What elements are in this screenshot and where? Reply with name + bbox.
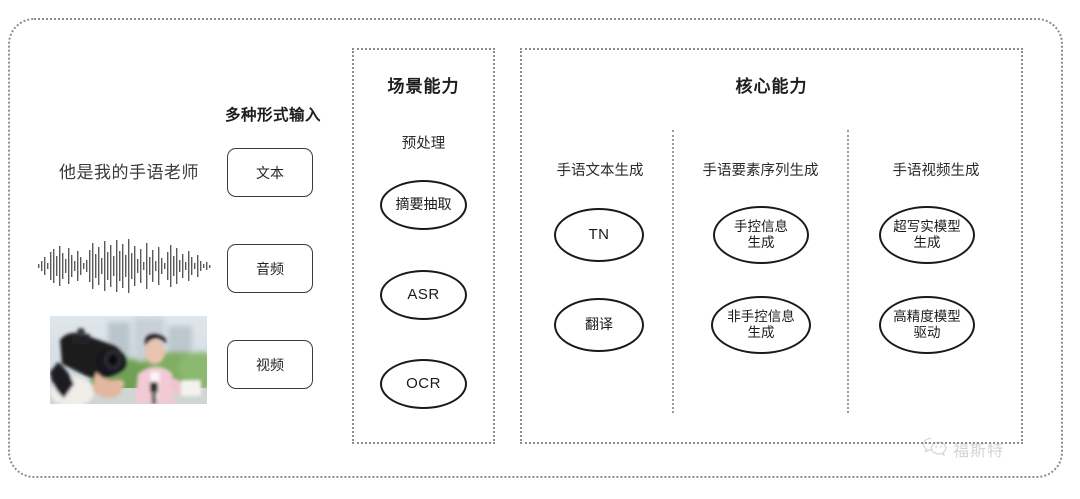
input-chip-video-label: 视频 <box>256 356 284 373</box>
scene-panel-subtitle: 预处理 <box>401 136 446 152</box>
node-high-precision-model-driving[interactable]: 高精度模型驱动 <box>879 296 975 354</box>
wechat-icon <box>922 437 948 461</box>
core-capability-panel: 核心能力 <box>520 48 1023 444</box>
node-non-manual-information-generation[interactable]: 非手控信息生成 <box>711 296 811 354</box>
node-label: TN <box>588 225 610 243</box>
node-label: 手控信息生成 <box>734 218 788 250</box>
outer-frame <box>8 18 1063 478</box>
node-asr[interactable]: ASR <box>380 270 467 320</box>
node-manual-information-generation[interactable]: 手控信息生成 <box>713 206 809 264</box>
core-column-heading: 手语文本生成 <box>556 163 644 179</box>
core-column-heading: 手语要素序列生成 <box>702 163 819 179</box>
input-chip-audio-label: 音频 <box>256 260 284 277</box>
sample-input-text: 他是我的手语老师 <box>59 163 199 182</box>
core-column-divider-1 <box>672 130 674 413</box>
node-label: 非手控信息生成 <box>727 308 795 340</box>
node-label: ASR <box>407 285 440 303</box>
node-label: 超写实模型生成 <box>893 218 961 250</box>
core-column-sign-element-sequence-generation: 手语要素序列生成 <box>674 115 847 415</box>
node-tn[interactable]: TN <box>554 208 644 262</box>
input-chip-text[interactable]: 文本 <box>227 148 313 197</box>
node-photorealistic-model-generation[interactable]: 超写实模型生成 <box>879 206 975 264</box>
node-label: 翻译 <box>585 316 613 333</box>
core-column-heading: 手语视频生成 <box>892 163 980 179</box>
node-ocr[interactable]: OCR <box>380 359 467 409</box>
core-column-sign-text-generation: 手语文本生成 <box>528 115 672 415</box>
input-chip-text-label: 文本 <box>256 164 284 181</box>
node-label: 高精度模型驱动 <box>893 308 961 340</box>
input-section-heading: 多种形式输入 <box>224 107 321 124</box>
core-panel-title: 核心能力 <box>735 77 808 96</box>
input-chip-audio[interactable]: 音频 <box>227 244 313 293</box>
node-label: OCR <box>406 374 441 392</box>
core-column-sign-video-generation: 手语视频生成 <box>849 115 1023 415</box>
input-chip-video[interactable]: 视频 <box>227 340 313 389</box>
watermark: 福斯特 <box>922 437 1004 461</box>
video-thumbnail <box>50 316 207 404</box>
scene-capability-panel: 场景能力 预处理 <box>352 48 495 444</box>
node-translation[interactable]: 翻译 <box>554 298 644 352</box>
audio-waveform <box>38 237 214 295</box>
node-label: 摘要抽取 <box>395 196 452 213</box>
scene-panel-title: 场景能力 <box>387 77 460 96</box>
watermark-text: 福斯特 <box>953 441 1005 460</box>
core-column-divider-2 <box>847 130 849 413</box>
node-summary-extraction[interactable]: 摘要抽取 <box>380 180 467 230</box>
